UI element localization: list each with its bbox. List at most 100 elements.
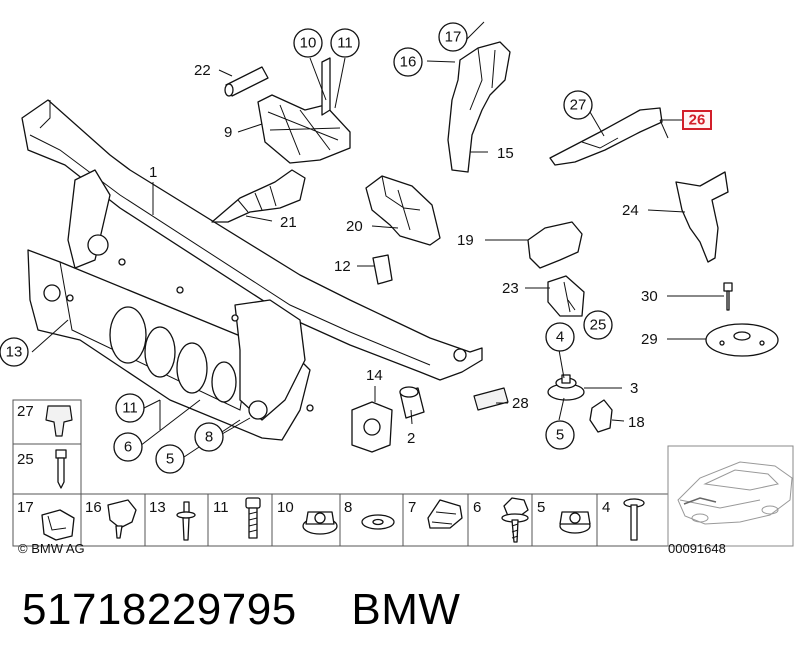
- callout-6[interactable]: 6: [113, 432, 143, 462]
- part-28-label: [473, 387, 509, 411]
- svg-text:25: 25: [590, 317, 607, 334]
- callout-13[interactable]: 13: [0, 337, 29, 367]
- svg-text:27: 27: [570, 97, 587, 114]
- callout-27[interactable]: 27: [563, 90, 593, 120]
- legend-item-10[interactable]: 10: [277, 499, 338, 535]
- part-9-bracket: [257, 57, 351, 164]
- svg-text:23: 23: [502, 280, 519, 297]
- svg-text:5: 5: [556, 427, 564, 444]
- part-23-mount: [547, 275, 585, 317]
- svg-text:18: 18: [628, 414, 645, 431]
- callout-18[interactable]: 18: [628, 414, 645, 431]
- callout-17[interactable]: 17: [438, 22, 468, 52]
- legend-item-7[interactable]: 7: [408, 499, 463, 529]
- svg-text:12: 12: [334, 258, 351, 275]
- svg-text:13: 13: [149, 499, 166, 516]
- callout-14[interactable]: 14: [366, 367, 383, 384]
- part-18-bush: [589, 399, 613, 433]
- callout-21[interactable]: 21: [280, 214, 297, 231]
- callout-5-left[interactable]: 5: [155, 444, 185, 474]
- svg-text:9: 9: [224, 124, 232, 141]
- callout-12[interactable]: 12: [334, 258, 351, 275]
- svg-text:10: 10: [277, 499, 294, 516]
- legend-item-16[interactable]: 16: [85, 499, 137, 539]
- legend-item-25[interactable]: 25: [17, 449, 67, 489]
- callout-19[interactable]: 19: [457, 232, 474, 249]
- svg-text:4: 4: [602, 499, 610, 516]
- part-30-screw: [723, 282, 733, 311]
- copyright-text: © BMW AG: [18, 541, 85, 556]
- callout-5-right[interactable]: 5: [545, 420, 575, 450]
- callout-29[interactable]: 29: [641, 331, 658, 348]
- callout-16[interactable]: 16: [393, 47, 423, 77]
- callout-9[interactable]: 9: [224, 124, 232, 141]
- svg-text:8: 8: [205, 429, 213, 446]
- callout-15[interactable]: 15: [497, 145, 514, 162]
- fastener-legend: 27 25 17 16 13 11: [12, 399, 669, 547]
- svg-text:2: 2: [407, 430, 415, 447]
- svg-text:17: 17: [17, 499, 34, 516]
- legend-item-5[interactable]: 5: [537, 499, 591, 534]
- svg-text:11: 11: [337, 35, 353, 52]
- legend-item-4[interactable]: 4: [602, 498, 645, 541]
- legend-item-8[interactable]: 8: [344, 499, 395, 530]
- svg-text:28: 28: [512, 395, 529, 412]
- svg-text:10: 10: [300, 35, 317, 52]
- callout-22[interactable]: 22: [194, 62, 211, 79]
- part-number[interactable]: 51718229795: [22, 585, 297, 634]
- callout-4[interactable]: 4: [545, 322, 575, 352]
- svg-text:17: 17: [445, 29, 462, 46]
- legend-item-13[interactable]: 13: [149, 499, 196, 541]
- svg-text:5: 5: [537, 499, 545, 516]
- callout-24[interactable]: 24: [622, 202, 639, 219]
- vehicle-thumbnail[interactable]: [667, 445, 794, 547]
- svg-text:15: 15: [497, 145, 514, 162]
- part-24-bracket: [675, 171, 729, 263]
- callout-26-highlighted[interactable]: 26: [682, 110, 712, 130]
- part-3-mount: [547, 374, 585, 401]
- part-number-line: 51718229795 BMW: [22, 585, 460, 635]
- callout-3[interactable]: 3: [630, 380, 638, 397]
- diagram-code: 00091648: [668, 541, 726, 556]
- callout-28[interactable]: 28: [512, 395, 529, 412]
- svg-text:13: 13: [6, 344, 23, 361]
- svg-text:29: 29: [641, 331, 658, 348]
- svg-text:26: 26: [689, 112, 706, 129]
- callout-10[interactable]: 10: [293, 28, 323, 58]
- callout-23[interactable]: 23: [502, 280, 519, 297]
- callout-2[interactable]: 2: [407, 430, 415, 447]
- svg-text:27: 27: [17, 403, 34, 420]
- callout-25[interactable]: 25: [583, 310, 613, 340]
- legend-item-6[interactable]: 6: [473, 497, 529, 543]
- callout-11-top[interactable]: 11: [330, 28, 360, 58]
- part-26-cover: [549, 107, 669, 166]
- svg-text:20: 20: [346, 218, 363, 235]
- leader-lines: [31, 21, 724, 460]
- svg-text:22: 22: [194, 62, 211, 79]
- svg-text:24: 24: [622, 202, 639, 219]
- svg-text:25: 25: [17, 451, 34, 468]
- callout-1[interactable]: 1: [149, 164, 157, 181]
- svg-text:14: 14: [366, 367, 383, 384]
- legend-item-17[interactable]: 17: [17, 499, 75, 541]
- svg-text:16: 16: [85, 499, 102, 516]
- part-29-washer: [705, 323, 779, 357]
- part-2-cap: [399, 386, 425, 419]
- svg-text:16: 16: [400, 54, 417, 71]
- legend-item-27[interactable]: 27: [17, 403, 73, 437]
- svg-text:7: 7: [408, 499, 416, 516]
- svg-text:6: 6: [124, 439, 132, 456]
- part-14-plate: [351, 401, 393, 453]
- part-19-bracket: [527, 221, 583, 269]
- callout-20[interactable]: 20: [346, 218, 363, 235]
- legend-item-11[interactable]: 11: [213, 497, 261, 539]
- svg-text:3: 3: [630, 380, 638, 397]
- svg-text:19: 19: [457, 232, 474, 249]
- svg-text:8: 8: [344, 499, 352, 516]
- front-carrier-drawing: [21, 99, 483, 441]
- callout-30[interactable]: 30: [641, 288, 658, 305]
- part-15-duct: [447, 41, 511, 173]
- callout-8[interactable]: 8: [194, 422, 224, 452]
- callout-11-bottom[interactable]: 11: [115, 393, 145, 423]
